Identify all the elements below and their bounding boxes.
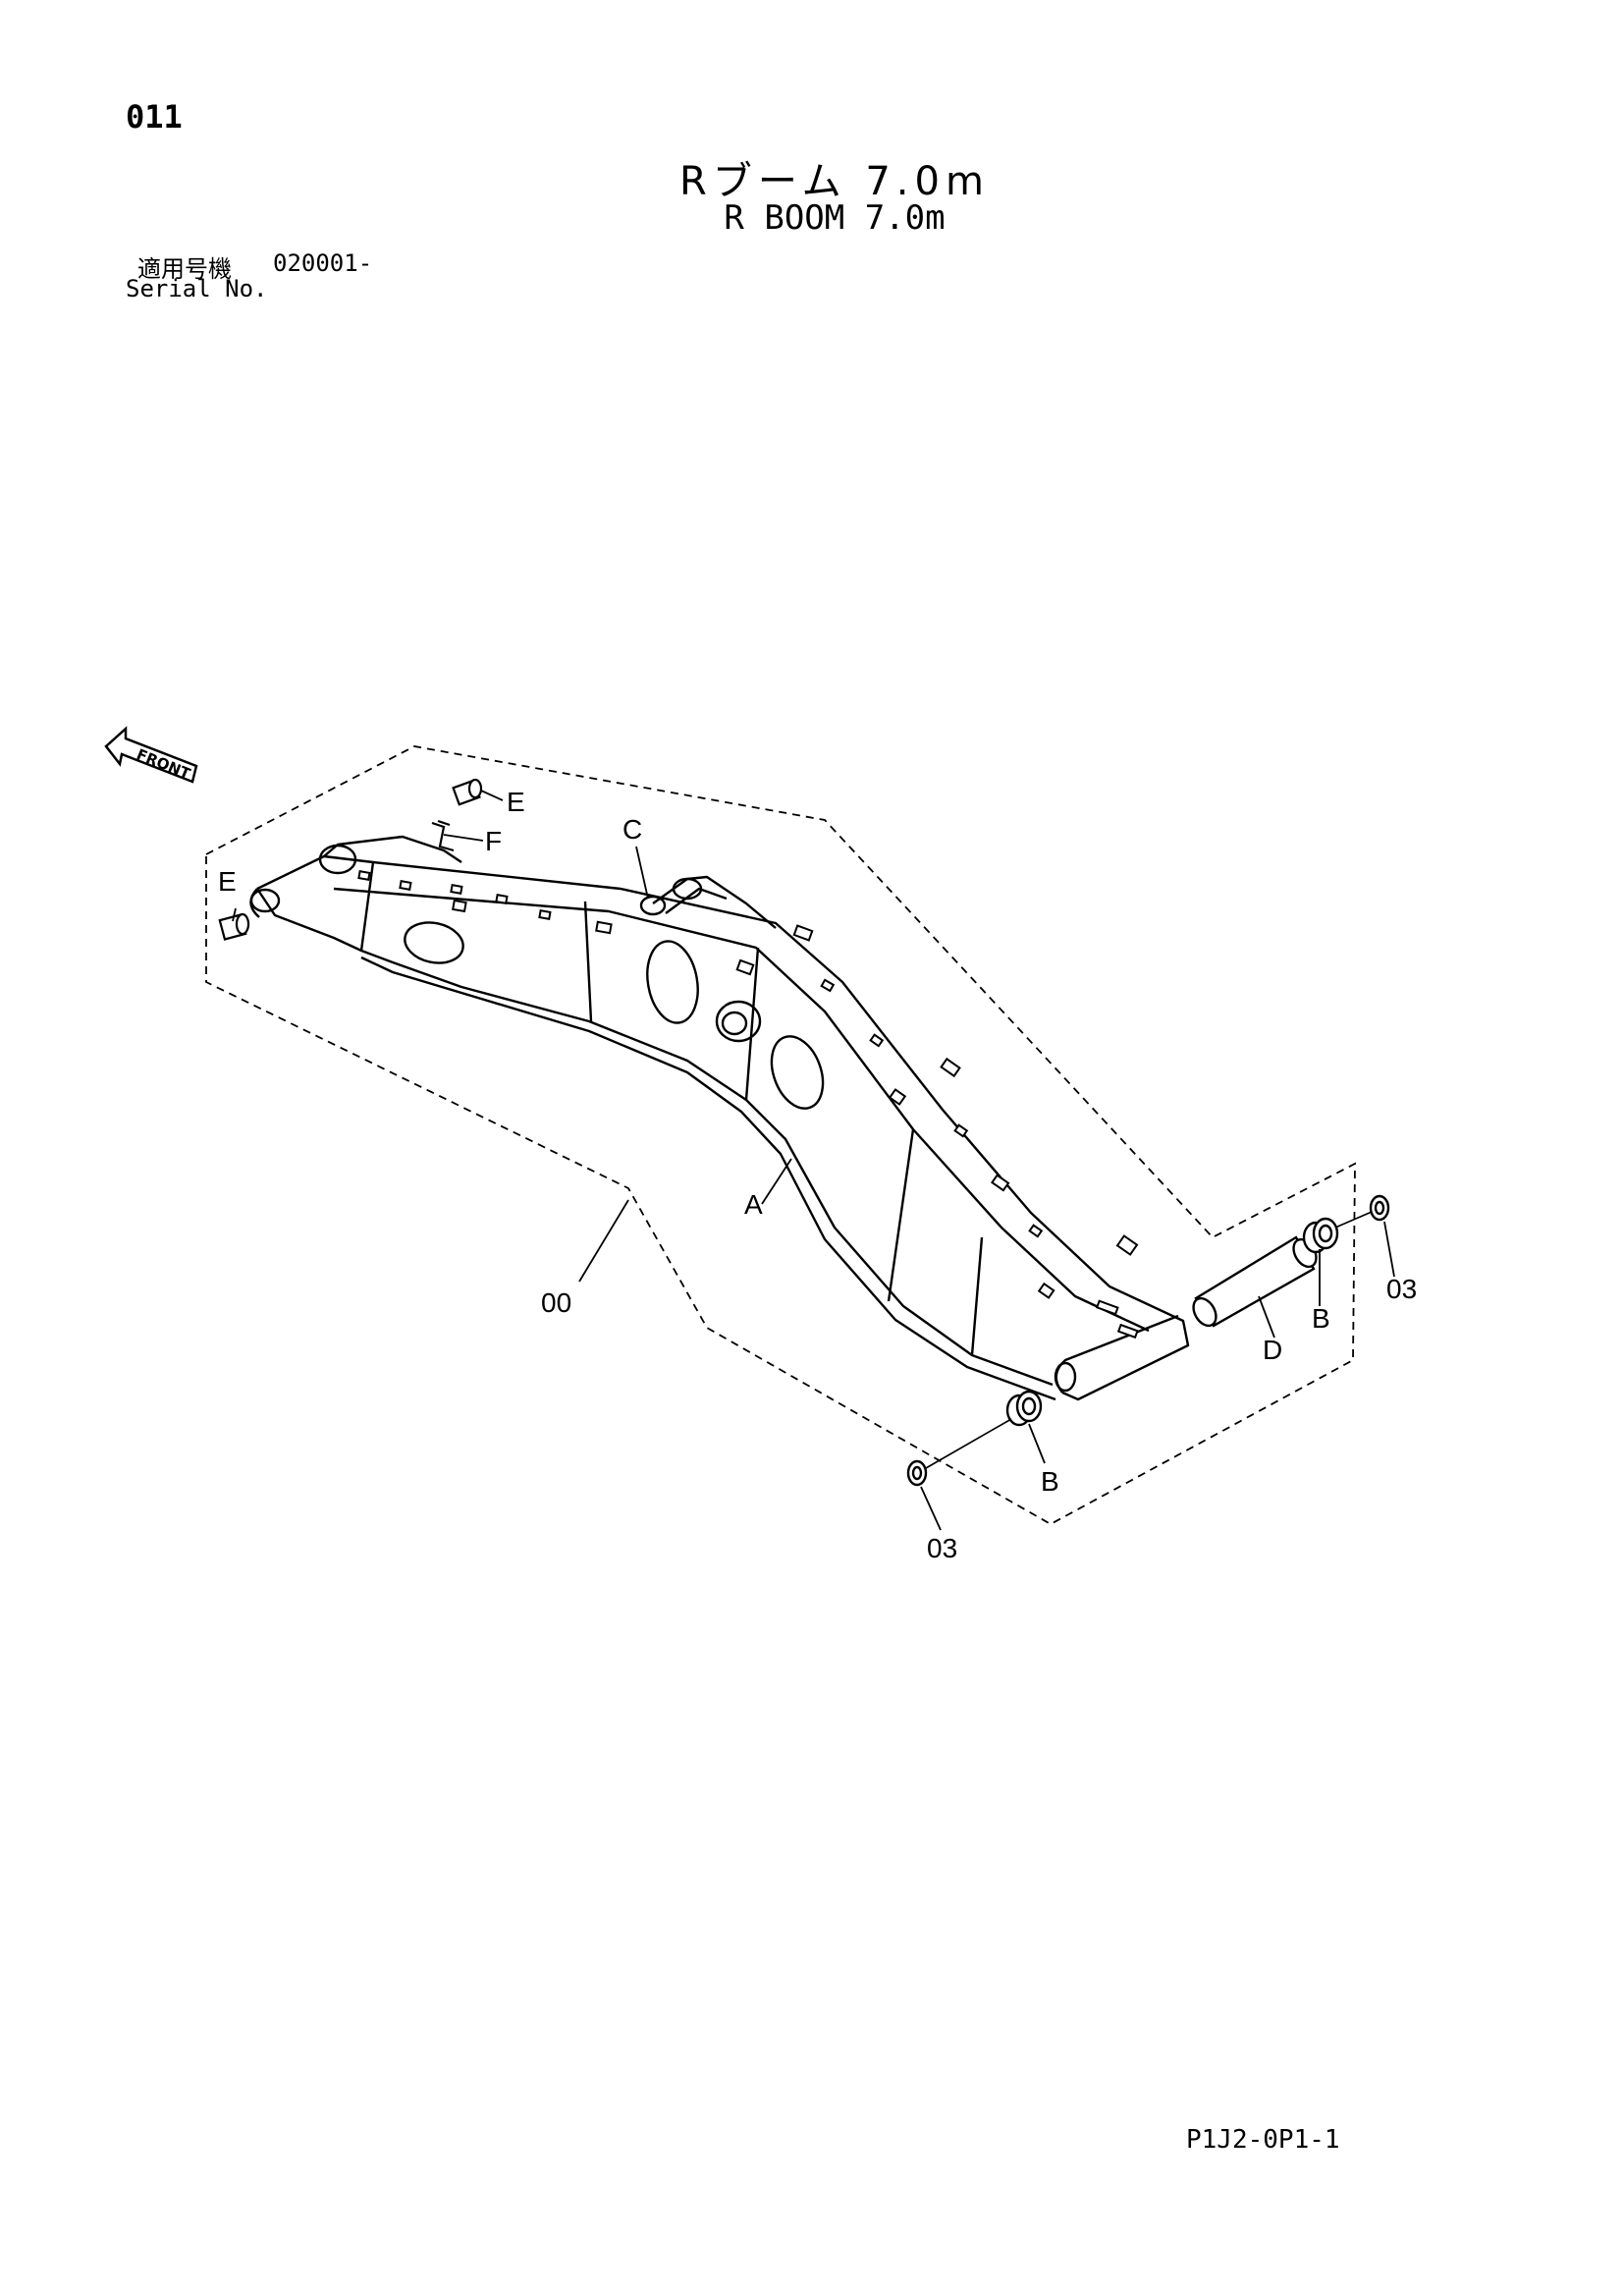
callout-03-right: 03	[1386, 1274, 1417, 1304]
plate-f	[431, 819, 455, 852]
callout-f: F	[485, 826, 502, 856]
callout-c: C	[622, 814, 642, 845]
pin-d	[1192, 1235, 1318, 1328]
washer-03-right	[1369, 1194, 1390, 1222]
callout-b-left: B	[1041, 1466, 1059, 1497]
front-arrow-icon: FRONT	[104, 726, 198, 784]
callout-00: 00	[541, 1287, 571, 1318]
callout-d: D	[1263, 1335, 1282, 1365]
callout-e-top: E	[507, 787, 525, 817]
callout-e-front: E	[218, 866, 237, 897]
footer-code: P1J2-0P1-1	[1186, 2125, 1340, 2155]
boom-lugs	[357, 870, 1139, 1339]
leader-lines	[232, 790, 1395, 1531]
page-number: 011	[126, 98, 183, 136]
bushing-b-left	[1005, 1390, 1043, 1427]
callout-03-left: 03	[927, 1533, 957, 1563]
bushing-e-top	[452, 778, 483, 806]
assembly-boundary	[205, 745, 1356, 1526]
assembly-axis-lines	[925, 1211, 1373, 1469]
page-title-english: R BOOM 7.0m	[724, 198, 946, 238]
serial-range: 020001-	[273, 249, 373, 277]
serial-label-japanese: 適用号機	[137, 255, 232, 283]
callout-b-right: B	[1312, 1303, 1330, 1334]
bushing-e-front	[218, 912, 250, 941]
boom-structure	[249, 835, 1190, 1401]
washer-03-left	[906, 1459, 928, 1487]
callout-a: A	[744, 1189, 763, 1220]
page-title-japanese: Rブーム 7.0m	[679, 159, 990, 204]
bushing-b-right	[1302, 1217, 1339, 1254]
serial-label-english: Serial No.	[126, 275, 268, 302]
front-label: FRONT	[135, 745, 194, 783]
